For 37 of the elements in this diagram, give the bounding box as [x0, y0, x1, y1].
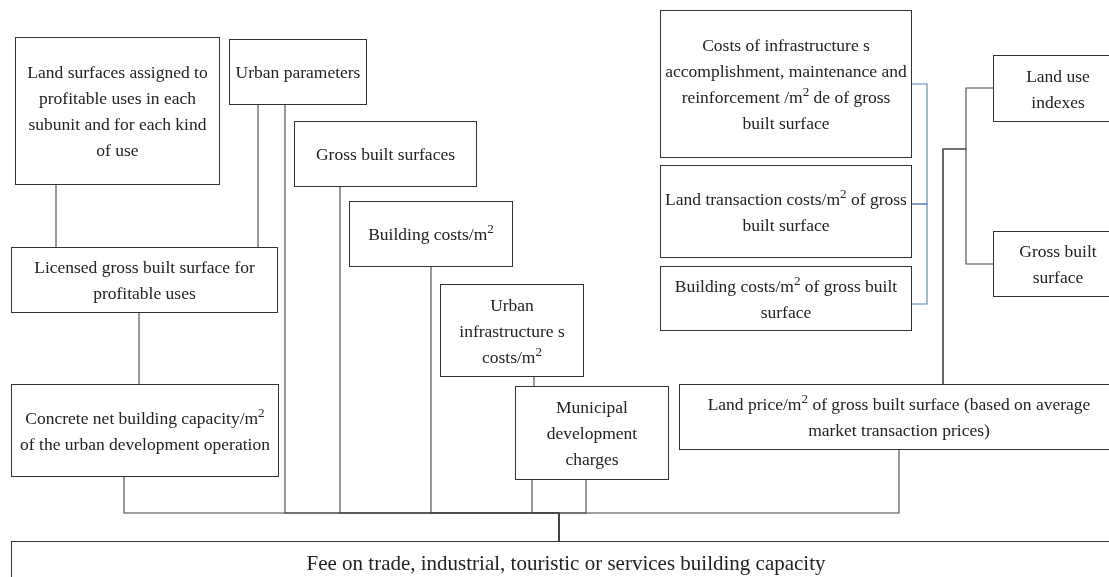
box-text: Building costs/m$^{2}$ of gross built surface [673, 272, 899, 324]
box-text: Gross built surfaces [316, 143, 455, 166]
box-text: Urban parameters [235, 61, 361, 84]
text-box [679, 384, 1109, 450]
connector-line [942, 148, 994, 385]
box-text: Municipal development charges [545, 396, 639, 471]
box-text: Land price/m$^{2}$ of gross built surface (based on average market transaction prices) [706, 391, 1092, 442]
text-box [515, 386, 669, 480]
text-box [294, 121, 477, 187]
box-text: Land use indexes [1025, 64, 1091, 114]
text-box [11, 384, 279, 477]
connector-line [533, 376, 535, 387]
text-box [993, 231, 1109, 297]
text-box [660, 10, 912, 158]
text-box [229, 39, 367, 105]
text-box [11, 247, 278, 313]
box-text: Urban infrastructure s costs/m$^{2}$ [458, 293, 566, 369]
text-box [15, 37, 220, 185]
box-text: Land transaction costs/m$^{2}$ of gross built surface [665, 185, 907, 237]
connector-line [911, 203, 928, 305]
box-text: Gross built surface [1018, 240, 1098, 289]
box-text: Building costs/m$^{2}$ [368, 221, 494, 246]
box-text: Licensed gross built surface for profitable uses [33, 256, 256, 305]
box-text: Concrete net building capacity/m$^{2}$ of the urban development operation [19, 404, 271, 456]
text-box [11, 541, 1109, 577]
connector-line [138, 312, 140, 385]
text-box [440, 284, 584, 377]
text-box [349, 201, 513, 267]
box-text: Costs of infrastructure s accomplishment, maintenance and reinforcement /m$^{2}$ de of gross built surface [665, 34, 907, 135]
box-text: Land surfaces assigned to profitable uses in each subunit and for each kind of use [26, 61, 209, 162]
box-text: Fee on trade, industrial, touristic or services building capacity [306, 550, 826, 576]
text-box [660, 165, 912, 258]
text-box [993, 55, 1109, 122]
text-box [660, 266, 912, 331]
connector-line [55, 184, 57, 248]
connector-line [257, 104, 259, 248]
connector-line [911, 83, 928, 205]
